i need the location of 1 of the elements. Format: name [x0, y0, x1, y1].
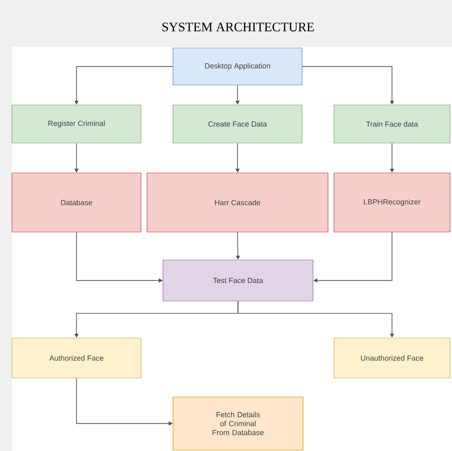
- title: SYSTEM ARCHITECTURE: [162, 22, 314, 32]
